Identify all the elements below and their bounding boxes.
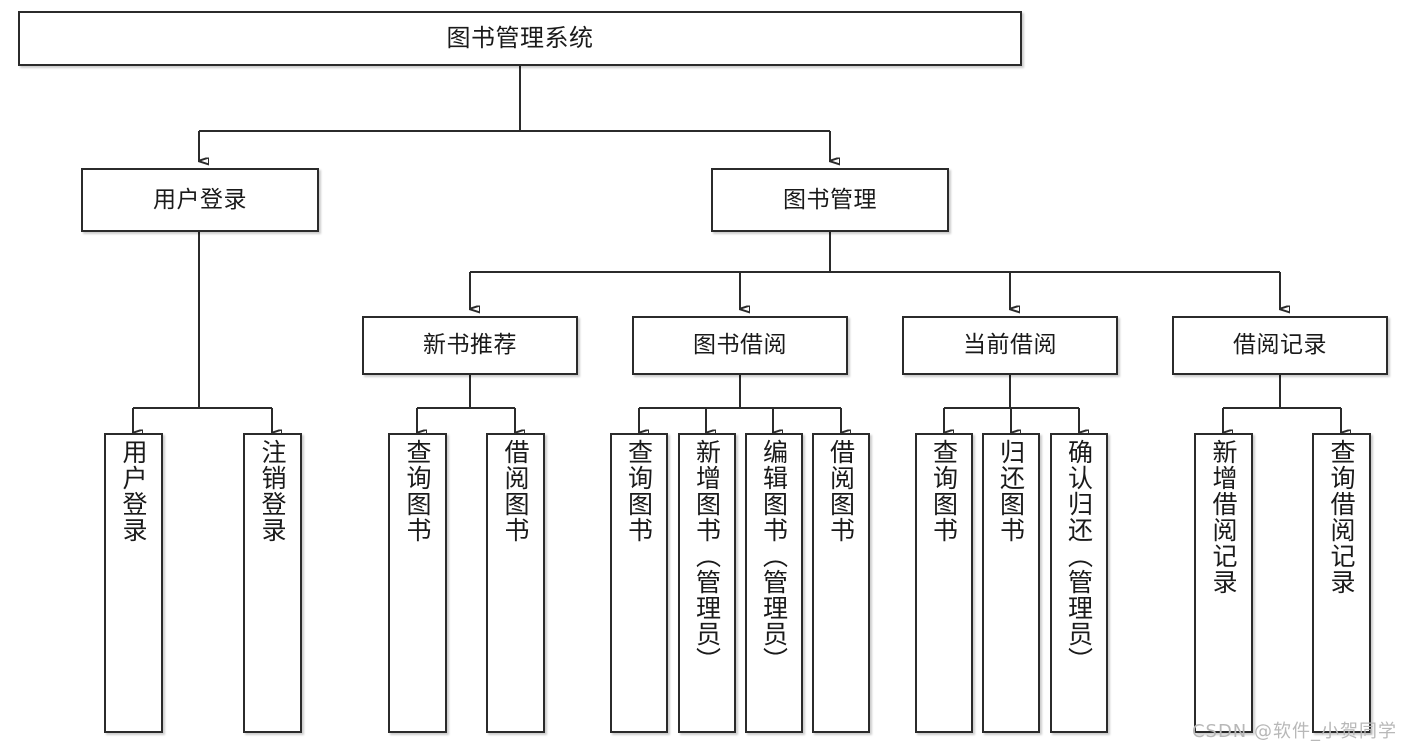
csdn-watermark: CSDN @软件_小贺同学 <box>1191 721 1397 742</box>
node-label: 查询图书 <box>403 439 432 543</box>
leaf-current-borrow-confirm-return[interactable]: 确认归还（管理员） <box>1050 433 1108 733</box>
leaf-borrow-record-add[interactable]: 新增借阅记录 <box>1194 433 1253 733</box>
node-book-management[interactable]: 图书管理 <box>711 168 949 232</box>
node-label: 注销登录 <box>258 439 287 543</box>
node-root-book-management-system[interactable]: 图书管理系统 <box>18 11 1022 66</box>
node-label: 图书管理 <box>783 186 877 213</box>
leaf-new-book-query[interactable]: 查询图书 <box>388 433 447 733</box>
leaf-book-borrow-add[interactable]: 新增图书（管理员） <box>678 433 736 733</box>
node-label: 图书管理系统 <box>446 23 594 52</box>
node-book-borrow[interactable]: 图书借阅 <box>632 316 848 375</box>
node-label: 确认归还（管理员） <box>1064 439 1094 673</box>
node-label: 新增图书（管理员） <box>692 439 722 673</box>
node-label: 当前借阅 <box>963 332 1057 359</box>
node-label: 新增借阅记录 <box>1209 439 1238 595</box>
node-label: 用户登录 <box>153 186 247 213</box>
leaf-current-borrow-return[interactable]: 归还图书 <box>982 433 1040 733</box>
node-label: 编辑图书（管理员） <box>759 439 789 673</box>
leaf-new-book-borrow[interactable]: 借阅图书 <box>486 433 545 733</box>
leaf-book-borrow-query[interactable]: 查询图书 <box>610 433 668 733</box>
leaf-user-login-login[interactable]: 用户登录 <box>104 433 163 733</box>
leaf-current-borrow-query[interactable]: 查询图书 <box>915 433 973 733</box>
node-borrow-record[interactable]: 借阅记录 <box>1172 316 1388 375</box>
leaf-user-login-logout[interactable]: 注销登录 <box>243 433 302 733</box>
node-label: 查询图书 <box>624 439 654 543</box>
node-label: 借阅图书 <box>501 439 530 543</box>
node-label: 查询图书 <box>929 439 959 543</box>
node-label: 图书借阅 <box>693 332 787 359</box>
node-label: 新书推荐 <box>423 332 517 359</box>
node-label: 借阅图书 <box>826 439 856 543</box>
leaf-book-borrow-borrow[interactable]: 借阅图书 <box>812 433 870 733</box>
leaf-borrow-record-query[interactable]: 查询借阅记录 <box>1312 433 1371 733</box>
node-label: 查询借阅记录 <box>1327 439 1356 595</box>
node-user-login[interactable]: 用户登录 <box>81 168 319 232</box>
node-new-book-recommend[interactable]: 新书推荐 <box>362 316 578 375</box>
leaf-book-borrow-edit[interactable]: 编辑图书（管理员） <box>745 433 803 733</box>
node-current-borrow[interactable]: 当前借阅 <box>902 316 1118 375</box>
node-label: 归还图书 <box>996 439 1026 543</box>
node-label: 借阅记录 <box>1233 332 1327 359</box>
node-label: 用户登录 <box>119 439 148 543</box>
